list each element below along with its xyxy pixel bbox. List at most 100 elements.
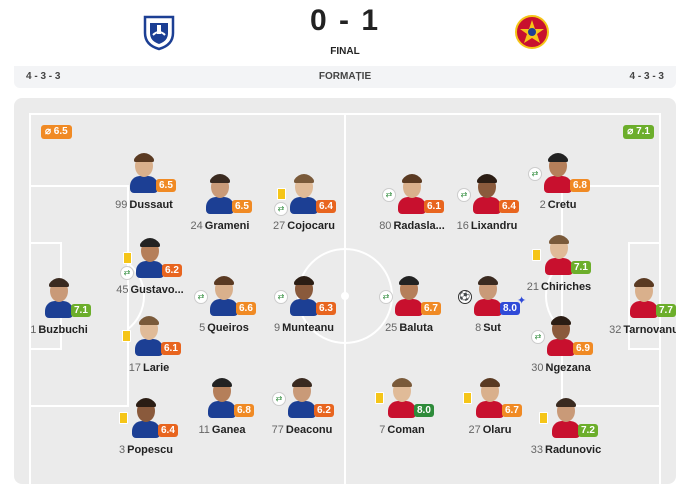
player-name-text: Ganea (211, 424, 246, 436)
player-event-icons (536, 412, 550, 426)
player-photo (206, 174, 234, 214)
player-name-text: Gustavo... (130, 284, 184, 296)
player-photo (476, 378, 504, 418)
player-name-text: Buzbuchi (38, 324, 88, 336)
match-score: 0 - 1 (309, 4, 381, 37)
player-number: 1 (30, 324, 37, 336)
yellow-card-icon (277, 188, 286, 200)
player-photo (130, 153, 158, 193)
goal-ball-icon: ⚽ (458, 290, 472, 304)
player-photo (45, 278, 73, 318)
player-name-text: Chiriches (541, 281, 592, 293)
yellow-card-icon (539, 412, 548, 424)
player-photo (547, 316, 575, 356)
player-rating: 6.4 (158, 424, 178, 437)
player-event-icons (116, 412, 130, 426)
player-number: 8 (475, 322, 482, 334)
player-number: 11 (198, 424, 210, 436)
player-rating: 6.6 (236, 302, 256, 315)
player-name-text: Dussaut (129, 199, 173, 211)
substitution-icon: ⇄ (382, 188, 396, 202)
player-photo (630, 278, 658, 318)
away-formation: 4 - 3 - 3 (629, 71, 664, 82)
player-event-icons: ⇄ (120, 252, 134, 282)
player-event-icons (460, 392, 474, 406)
player-rating: 7.1 (71, 304, 91, 317)
player-number: 45 (116, 284, 129, 296)
player-rating: 6.8 (570, 179, 590, 192)
player-number: 27 (468, 424, 481, 436)
player-rating: 7.1 (571, 261, 591, 274)
player-number: 33 (530, 444, 543, 456)
player-photo (288, 378, 316, 418)
player-rating: 6.4 (499, 200, 519, 213)
player-event-icons (119, 330, 133, 344)
substitution-icon: ⇄ (194, 290, 208, 304)
player-number: 99 (115, 199, 128, 211)
player-event-icons (529, 249, 543, 263)
substitution-icon: ⇄ (272, 392, 286, 406)
player-number: 7 (379, 424, 386, 436)
player-photo (474, 276, 502, 316)
player-rating: 6.5 (156, 179, 176, 192)
player-event-icons: ⇄ (274, 290, 288, 306)
player-number: 5 (199, 322, 206, 334)
player-event-icons: ⇄ (274, 188, 288, 218)
substitution-icon: ⇄ (531, 330, 545, 344)
player-rating: 6.3 (316, 302, 336, 315)
player-event-icons: ⇄ (457, 188, 471, 204)
player-rating: 8.0 (500, 302, 520, 315)
player-photo (545, 235, 573, 275)
player-name-text: Sut (483, 322, 501, 334)
player-event-icons: ⚽ (458, 290, 472, 304)
yellow-card-icon (463, 392, 472, 404)
player-rating: 8.0 (414, 404, 434, 417)
player-name-text: Cojocaru (287, 220, 335, 232)
player-rating: 6.4 (316, 200, 336, 213)
player-name-text: Radunovic (545, 444, 602, 456)
home-team-crest[interactable] (139, 12, 179, 52)
away-team-crest[interactable] (512, 12, 552, 52)
player-name-text: Queiros (207, 322, 249, 334)
player-number: 2 (539, 199, 546, 211)
player-photo (290, 276, 318, 316)
player-rating: 6.1 (424, 200, 444, 213)
player-number: 77 (271, 424, 284, 436)
player-event-icons: ⇄ (379, 290, 393, 306)
player-name-text: Coman (387, 424, 425, 436)
